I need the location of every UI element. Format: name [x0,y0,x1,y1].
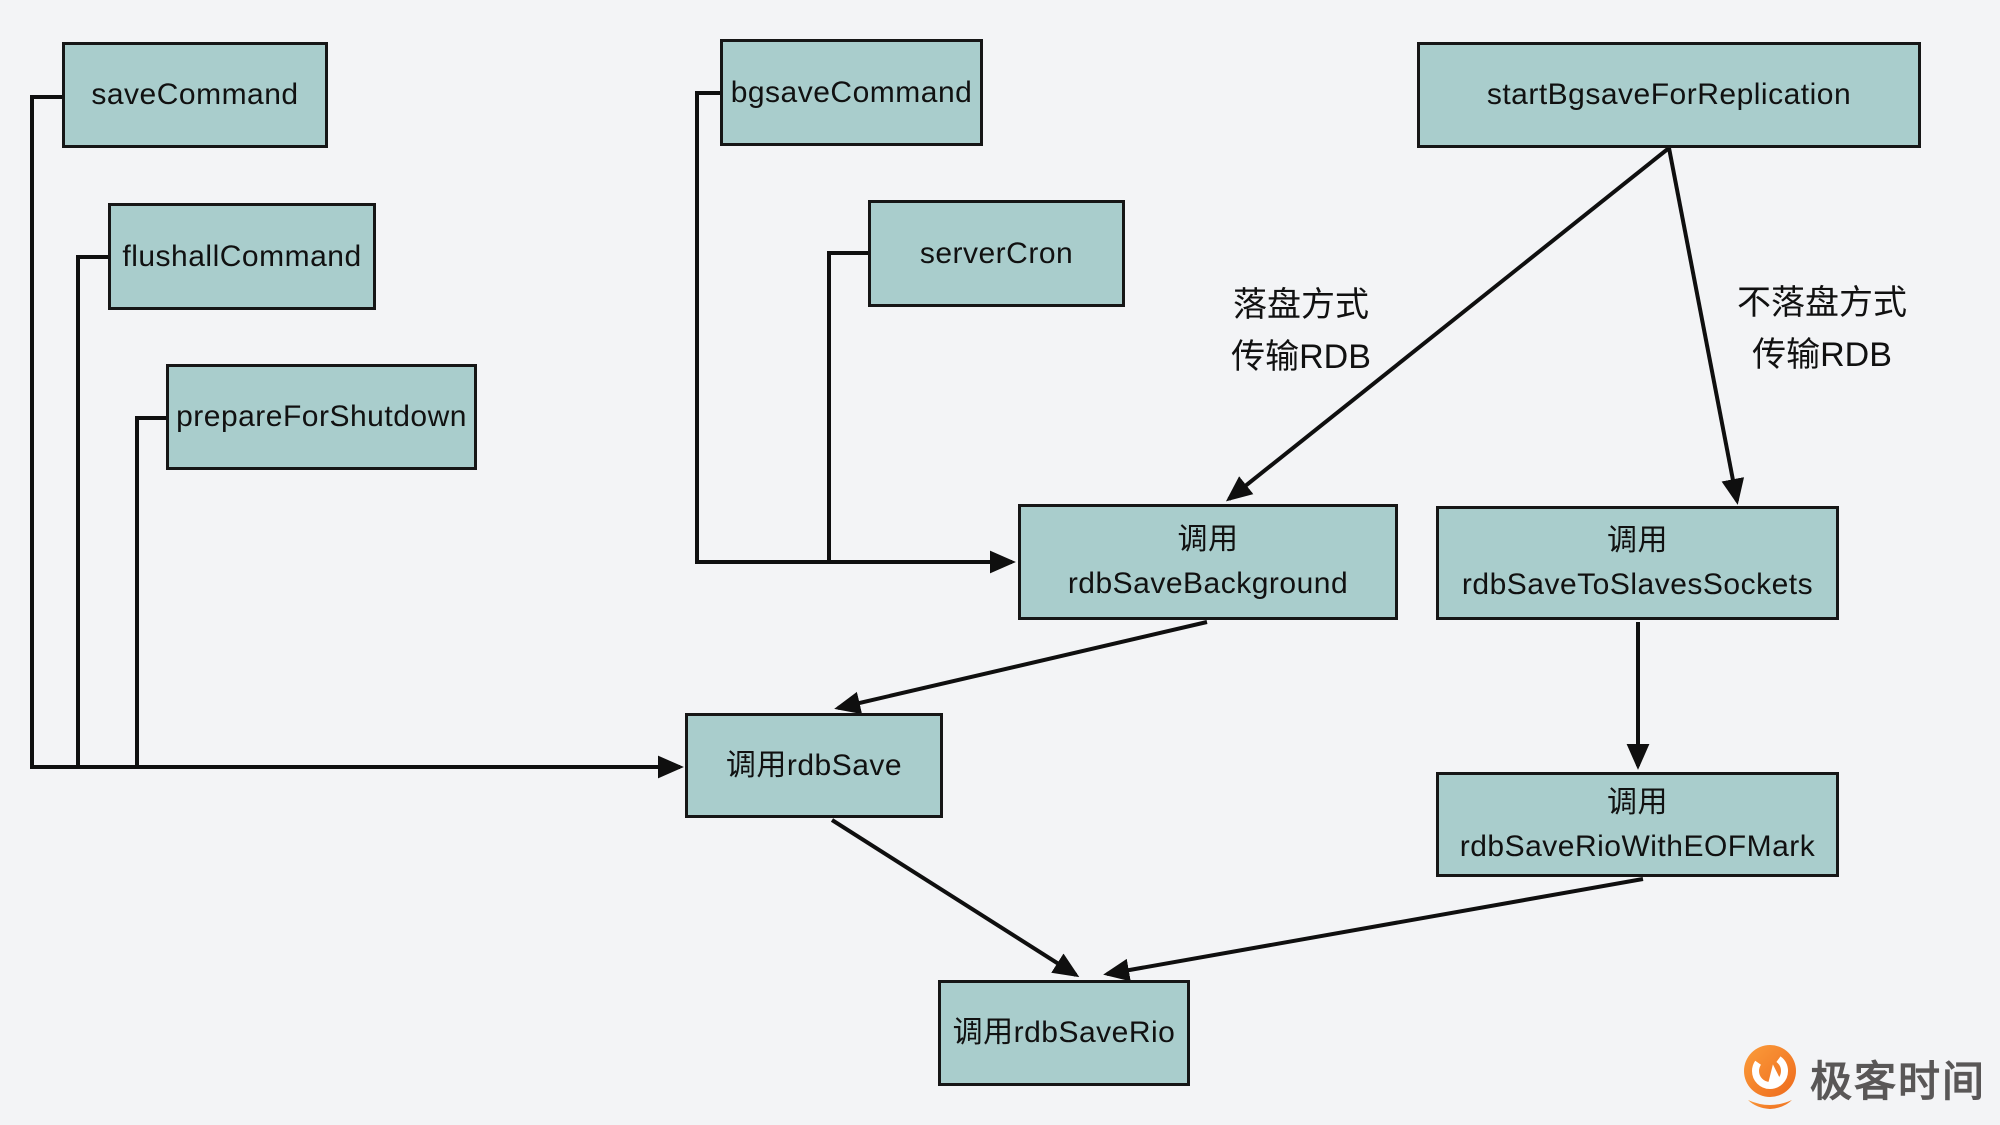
edge-rdbsaveriowitheofmark-to-rdbsaverio [1103,877,1644,982]
edge-label-line: 不落盘方式 [1737,284,1907,322]
edge-label-line: 传输RDB [1752,336,1892,374]
node-servercron: serverCron [868,200,1125,307]
node-rdbsavebackground: 调用 rdbSaveBackground [1018,504,1398,620]
node-startbgsaveforreplication: startBgsaveForReplication [1417,42,1921,148]
edge-label-line: 传输RDB [1231,338,1371,376]
node-rdbsaveriowitheofmark: 调用 rdbSaveRioWithEOFMark [1436,772,1839,877]
geektime-logo-icon [1744,1045,1796,1109]
node-label: rdbSaveBackground [1067,567,1349,600]
node-label: 调用 [1607,785,1668,819]
node-rdbsavetoslavessockets: 调用 rdbSaveToSlavesSockets [1436,506,1839,620]
node-label: flushallCommand [122,239,362,273]
node-label: serverCron [919,236,1074,270]
edge-bgsavecommand-to-rdbsavebackground [695,91,1016,574]
geektime-watermark: 极客时间 [1742,1044,1986,1112]
edge-prepareforshutdown-join [135,416,166,765]
node-rdbsave: 调用rdbSave [685,713,943,818]
node-label: startBgsaveForReplication [1486,78,1852,111]
node-label: 调用rdbSave [725,748,903,782]
node-label: 调用 [1177,523,1239,556]
edge-label-diskless-transfer: 不落盘方式 传输RDB [1697,277,1947,381]
node-rdbsaverio: 调用rdbSaveRio [938,980,1190,1086]
node-bgsavecommand: bgsaveCommand [720,39,983,146]
node-label: bgsaveCommand [730,75,973,109]
edge-label-line: 落盘方式 [1233,286,1369,324]
edge-startbgsave-to-rdbsavetoslavessockets [1667,147,1745,505]
node-flushallcommand: flushallCommand [108,203,376,310]
edge-label-disk-transfer: 落盘方式 传输RDB [1186,279,1416,383]
edge-rdbsavebackground-to-rdbsave [834,620,1208,715]
geektime-logo-text: 极客时间 [1810,1057,1987,1105]
edge-savecommand-to-rdbsave [30,95,684,779]
node-label: saveCommand [91,78,299,111]
node-label: 调用 [1607,524,1668,557]
edge-rdbsave-to-rdbsaverio [830,818,1080,978]
node-label: 调用rdbSaveRio [952,1016,1176,1049]
node-label: prepareForShutdown [176,400,467,433]
node-label: rdbSaveRioWithEOFMark [1459,829,1816,863]
node-prepareforshutdown: prepareForShutdown [166,364,477,470]
edge-servercron-join [827,251,868,560]
edge-flushallcommand-join [76,255,108,765]
edge-startbgsave-to-rdbsavebackground [1225,146,1671,502]
node-label: rdbSaveToSlavesSockets [1461,568,1814,601]
node-savecommand: saveCommand [62,42,328,148]
